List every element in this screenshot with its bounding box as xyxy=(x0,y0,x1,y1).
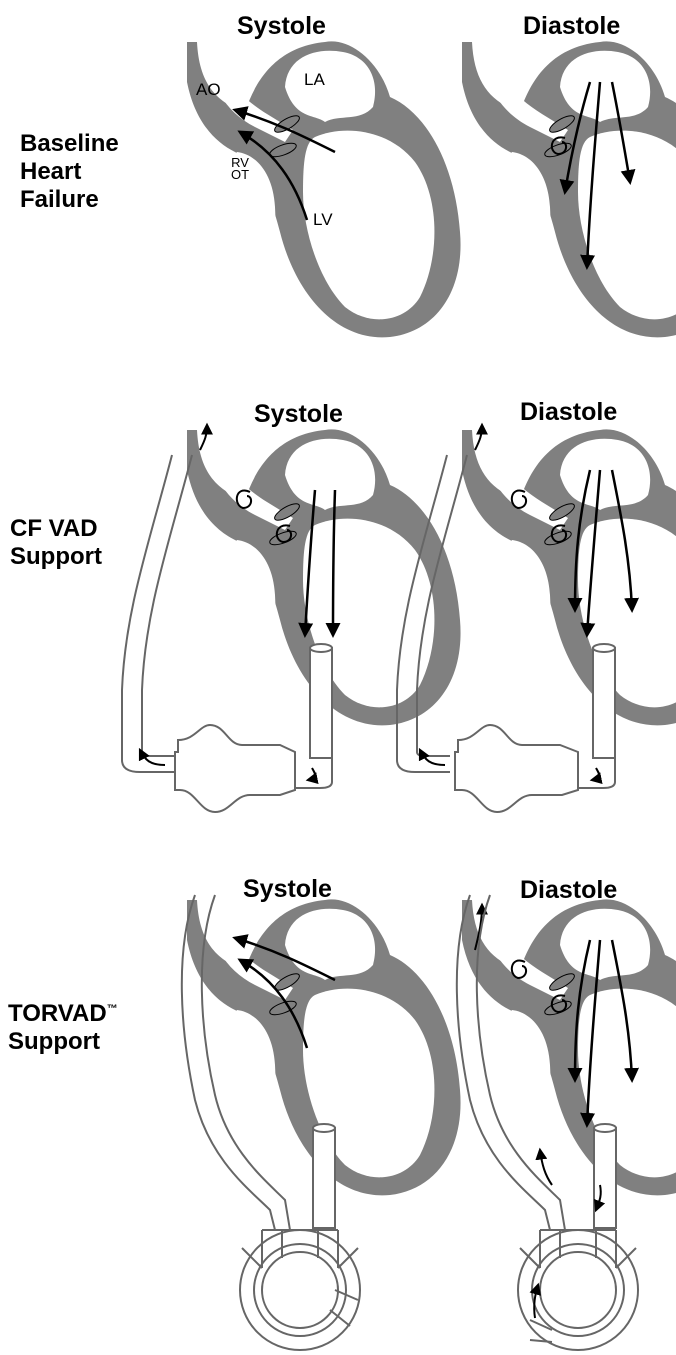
row-label-torvad: TORVAD™ Support xyxy=(8,995,118,1056)
row-label-baseline-line1: Baseline xyxy=(20,130,119,158)
row-label-cf-vad-line2: Support xyxy=(10,543,102,571)
row-label-baseline-line3: Failure xyxy=(20,186,119,214)
row1-diastole-heart xyxy=(462,41,676,337)
trademark-mark: ™ xyxy=(107,1003,118,1015)
label-la: LA xyxy=(304,70,325,90)
row1-systole-title: Systole xyxy=(237,12,326,41)
row-label-cf-vad-line1: CF VAD xyxy=(10,515,102,543)
row-label-baseline: Baseline Heart Failure xyxy=(20,130,119,214)
row3-diastole-title: Diastole xyxy=(520,876,617,905)
label-ao: AO xyxy=(196,80,221,100)
row3-diastole-heart xyxy=(462,899,676,1195)
label-rvot-line2: OT xyxy=(231,169,249,181)
row-label-torvad-line1: TORVAD xyxy=(8,1000,107,1027)
row2-systole-title: Systole xyxy=(254,400,343,429)
row2-diastole-heart xyxy=(462,425,676,725)
row-label-cf-vad: CF VAD Support xyxy=(10,515,102,571)
label-lv: LV xyxy=(313,210,333,230)
row-label-baseline-line2: Heart xyxy=(20,158,119,186)
label-rvot: RV OT xyxy=(231,157,249,181)
row-label-torvad-line2: Support xyxy=(8,1028,118,1056)
row1-diastole-title: Diastole xyxy=(523,12,620,41)
row3-systole-title: Systole xyxy=(243,875,332,904)
row2-diastole-title: Diastole xyxy=(520,398,617,427)
